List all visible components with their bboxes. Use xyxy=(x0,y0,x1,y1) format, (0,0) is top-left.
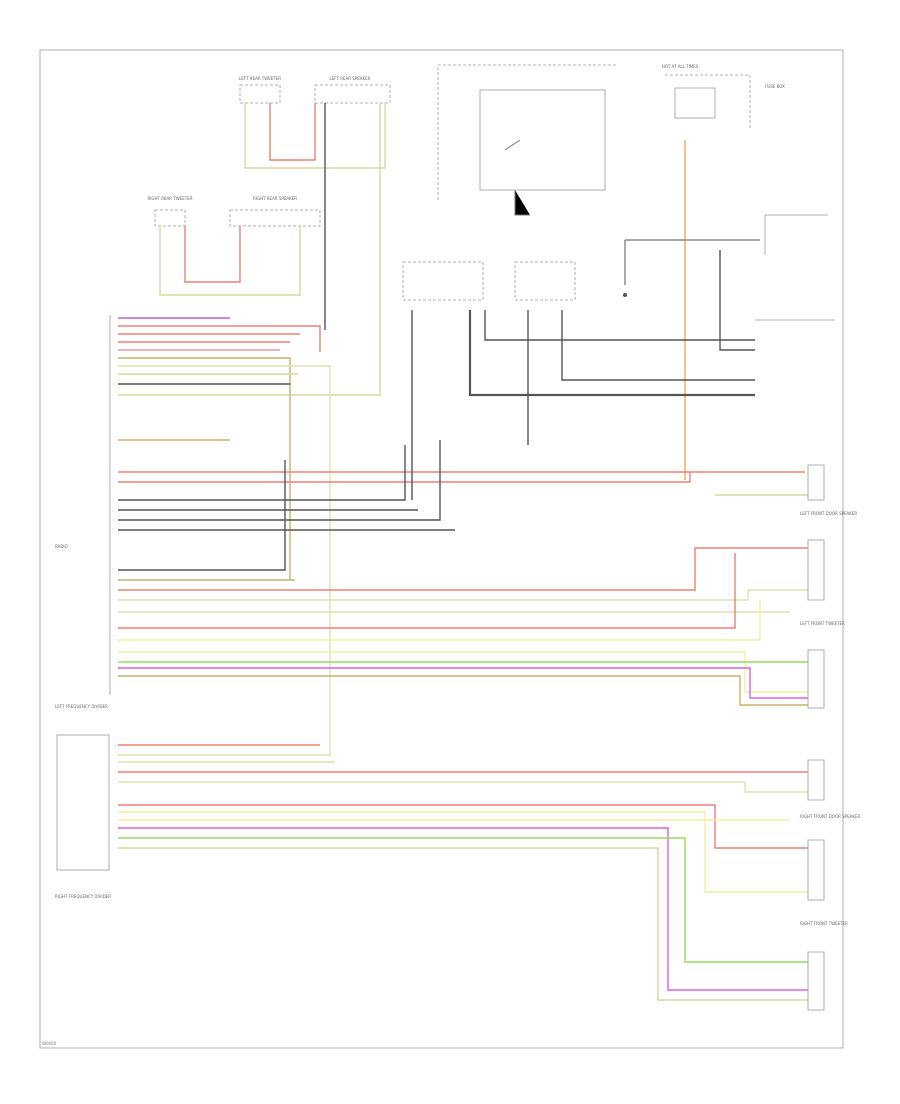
right-rear-speaker-label: RIGHT REAR SPEAKER xyxy=(253,196,297,201)
diagram-frame xyxy=(39,49,844,1049)
right-front-tweeter-label: RIGHT FRONT TWEETER xyxy=(800,921,848,926)
radio-block: RADIO xyxy=(55,315,111,695)
hot-at-all-times-label: HOT AT ALL TIMES xyxy=(662,64,699,69)
right-rear-speaker-box xyxy=(229,209,321,227)
left-freq-divider-label: LEFT FREQUENCY DIVIDER xyxy=(55,704,108,709)
left-front-door-speaker-box xyxy=(807,464,825,501)
fuse-box-label: FUSE BOX xyxy=(765,84,785,89)
left-front-tweeter-box xyxy=(807,539,825,601)
footer-code: W0000 xyxy=(42,1041,57,1046)
fuse-box-group: HOT AT ALL TIMES FUSE BOX xyxy=(662,64,785,480)
right-rear-speaker-group: RIGHT REAR TWEETER RIGHT REAR SPEAKER xyxy=(147,196,321,296)
right-front-woofer-box xyxy=(807,951,825,1011)
right-rear-tweeter-label: RIGHT REAR TWEETER xyxy=(147,196,192,201)
amp-module-box xyxy=(402,261,484,301)
right-freq-divider-label: RIGHT FREQUENCY DIVIDER xyxy=(55,894,111,899)
left-rear-speaker-group: LEFT REAR TWEETER LEFT REAR SPEAKER xyxy=(118,76,391,396)
left-rear-tweeter-box xyxy=(239,84,281,104)
radio-label: RADIO xyxy=(55,544,68,549)
left-front-woofer-box xyxy=(807,649,825,709)
left-front-door-speaker-label: LEFT FRONT DOOR SPEAKER xyxy=(800,511,857,516)
right-connector-top xyxy=(764,214,828,255)
right-rear-tweeter-box xyxy=(154,209,186,227)
left-rear-speaker-box xyxy=(314,84,391,104)
center-module xyxy=(437,64,618,216)
right-front-door-speaker-box xyxy=(807,759,825,801)
filter-module-box xyxy=(514,261,576,301)
right-front-door-speaker-label: RIGHT FRONT DOOR SPEAKER xyxy=(800,814,861,819)
left-rear-speaker-label: LEFT REAR SPEAKER xyxy=(330,76,371,81)
left-rear-tweeter-label: LEFT REAR TWEETER xyxy=(239,76,281,81)
right-freq-divider-box xyxy=(56,734,110,871)
left-front-tweeter-label: LEFT FRONT TWEETER xyxy=(800,621,845,626)
right-front-tweeter-box xyxy=(807,839,825,901)
